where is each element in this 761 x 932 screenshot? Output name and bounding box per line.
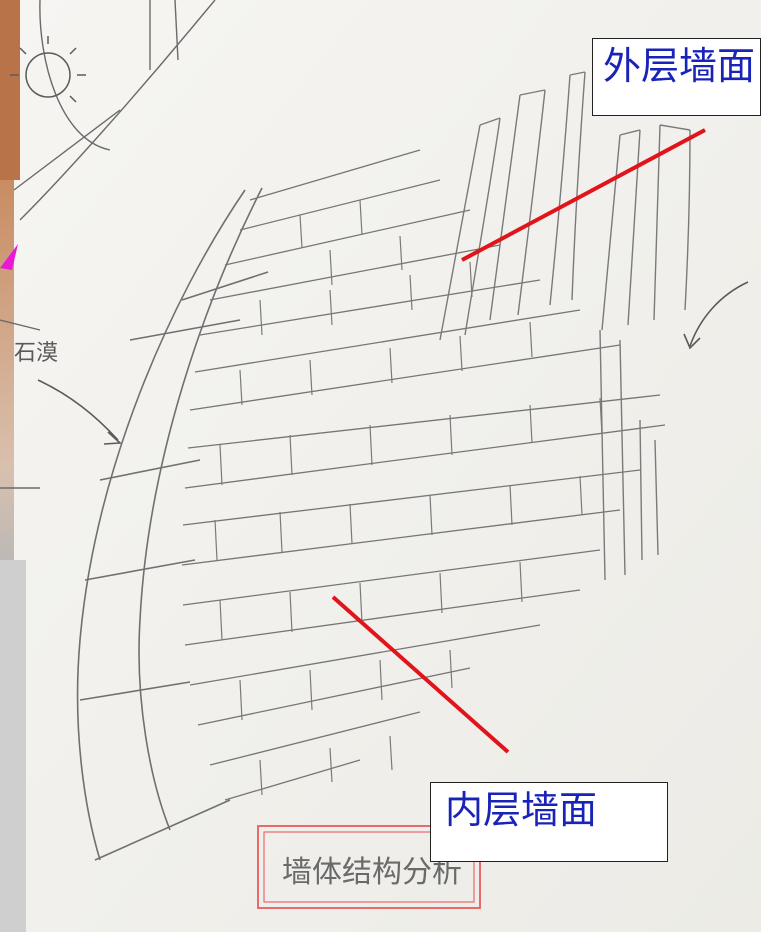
note-left-text: 石漠 bbox=[14, 341, 58, 366]
inner-wall-joints bbox=[214, 199, 603, 796]
outer-wall-leader-line bbox=[461, 128, 706, 262]
curved-arrow-right bbox=[689, 281, 749, 347]
inner-wall-courses bbox=[181, 149, 666, 801]
inner-wall-callout: 内层墙面 bbox=[430, 782, 668, 862]
curved-arrow-left bbox=[37, 379, 119, 441]
inner-wall-leader-line bbox=[331, 595, 510, 754]
photo-paper bbox=[14, 0, 761, 932]
magenta-mark bbox=[0, 244, 18, 270]
outer-wall-callout: 外层墙面 bbox=[592, 38, 761, 116]
outer-wall-planks bbox=[439, 71, 691, 581]
frame-sketch bbox=[0, 0, 216, 489]
sun-sketch-icon bbox=[10, 36, 86, 103]
note-box: 墙体结构分析 bbox=[257, 825, 481, 909]
outer-shell-sketch bbox=[76, 187, 269, 861]
